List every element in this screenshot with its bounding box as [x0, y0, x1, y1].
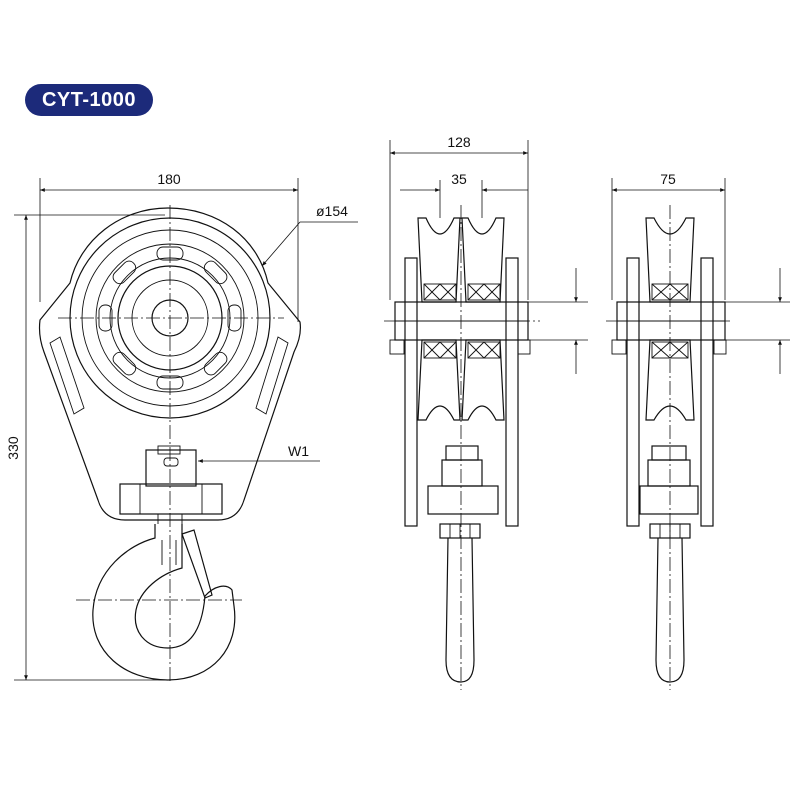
- dim-side-single-width: 75: [660, 171, 676, 187]
- dim-sheave-diameter: ø154: [316, 203, 348, 219]
- hook-side-double: [445, 537, 475, 683]
- block-body-outline: [38, 207, 301, 521]
- dim-side-double-width: 128: [447, 134, 471, 150]
- front-dimensions: 180 330 ø154 W1: [5, 171, 358, 681]
- swivel-nut: [145, 449, 197, 487]
- front-view: [38, 205, 301, 682]
- safety-latch: [181, 529, 213, 599]
- dim-sheave-width: 35: [451, 171, 467, 187]
- side-view-single: [606, 205, 732, 690]
- dim-front-width: 180: [157, 171, 181, 187]
- side-single-dimensions: 75: [611, 171, 790, 374]
- right-side-slot: [255, 336, 289, 415]
- thrust-housing: [119, 483, 223, 515]
- model-badge: CYT-1000: [25, 84, 153, 116]
- side-view-double: [384, 205, 540, 690]
- left-side-slot: [49, 336, 85, 415]
- side-double-dimensions: 128 35: [389, 134, 588, 374]
- hook-outline: [92, 524, 236, 681]
- hook-side-single: [655, 537, 685, 683]
- weight-label: W1: [288, 443, 309, 459]
- dim-height: 330: [5, 436, 21, 460]
